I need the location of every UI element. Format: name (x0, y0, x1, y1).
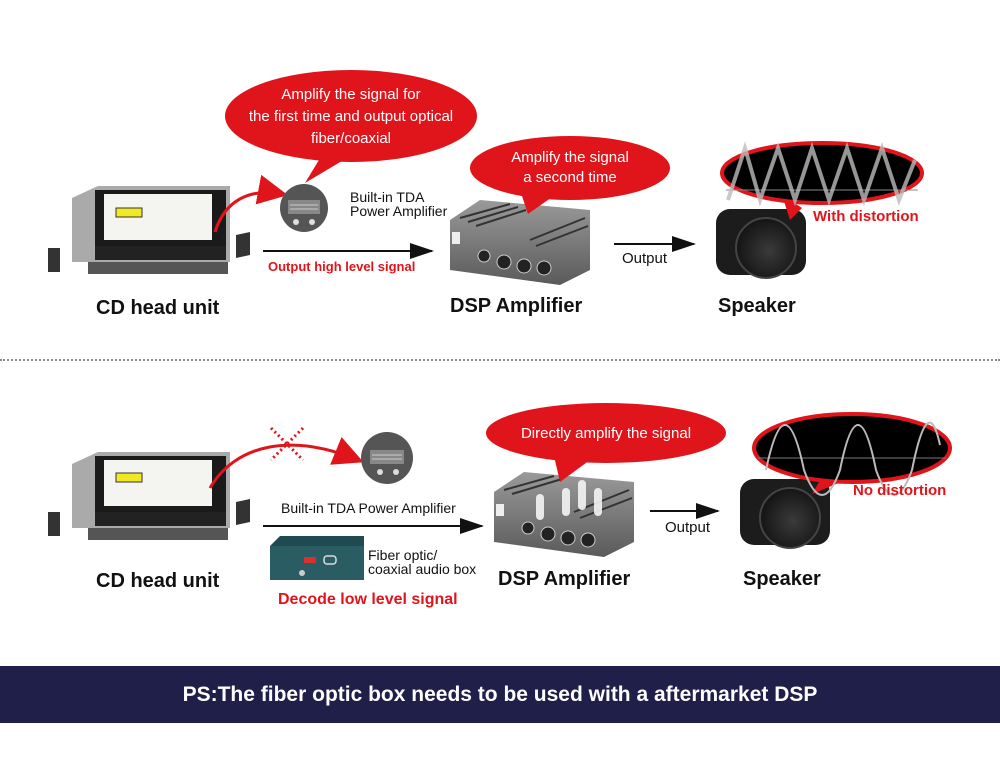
bubble-line: Amplify the signal for (281, 86, 421, 103)
bubble-line: Amplify the signal (511, 149, 629, 166)
cd-head-unit-label-bottom: CD head unit (96, 570, 220, 592)
dsp-amplifier-label-bottom: DSP Amplifier (498, 568, 631, 590)
cd-head-unit-label: CD head unit (96, 297, 220, 319)
speaker-label: Speaker (718, 295, 796, 317)
fiber-box-label-line: Fiber optic/ (368, 547, 438, 563)
bubble-line: the first time and output optical (248, 108, 454, 125)
decode-low-level-label: Decode low level signal (278, 591, 458, 608)
red-curve-arrow (213, 174, 288, 233)
waveform-bubble-distorted (720, 141, 924, 220)
fiber-box-label-line: coaxial audio box (368, 561, 477, 577)
cd-head-unit-image-bottom (48, 452, 250, 540)
dsp-amplifier-image (450, 200, 590, 285)
dsp-amplifier-label: DSP Amplifier (450, 295, 583, 317)
output-label-bottom: Output (665, 519, 711, 536)
waveform-bubble-clean (752, 412, 952, 496)
tda-label: Built-in TDA Power Amplifier (350, 190, 447, 218)
tda-label-bottom: Built-in TDA Power Amplifier (281, 500, 456, 516)
tda-label-line: Power Amplifier (350, 203, 448, 219)
speaker-image (716, 209, 806, 279)
bubble-first-amplify-text: Amplify the signal for the first time an… (226, 84, 476, 150)
bubble-direct-amplify-text: Directly amplify the signal (520, 425, 692, 442)
fiber-box-label: Fiber optic/ coaxial audio box (368, 548, 476, 576)
speech-bubble-first-amplify (225, 70, 477, 183)
footer-banner: PS:The fiber optic box needs to be used … (0, 666, 1000, 723)
cd-head-unit-image (48, 186, 250, 274)
output-high-level-label: Output high level signal (268, 259, 416, 274)
tda-label-line: Built-in TDA (350, 189, 425, 205)
speaker-label-bottom: Speaker (743, 568, 821, 590)
fiber-optic-box-image (270, 536, 364, 580)
section-divider (0, 359, 1000, 361)
bubble-second-amplify-text: Amplify the signal a second time (480, 148, 660, 188)
dsp-amplifier-image-bottom (494, 472, 634, 557)
with-distortion-label: With distortion (813, 208, 919, 225)
tda-chip-image (280, 184, 328, 232)
speaker-image-bottom (740, 479, 830, 549)
output-label: Output (622, 250, 668, 267)
red-curve-arrow-blocked (208, 436, 364, 489)
bubble-line: a second time (523, 169, 617, 186)
tda-chip-image-bottom (361, 432, 413, 484)
no-distortion-label: No distortion (853, 482, 947, 499)
bubble-line: fiber/coaxial (310, 130, 392, 147)
footer-note: PS:The fiber optic box needs to be used … (182, 682, 818, 706)
speech-bubble-second-amplify (470, 136, 670, 214)
speech-bubble-direct-amplify (486, 403, 726, 482)
